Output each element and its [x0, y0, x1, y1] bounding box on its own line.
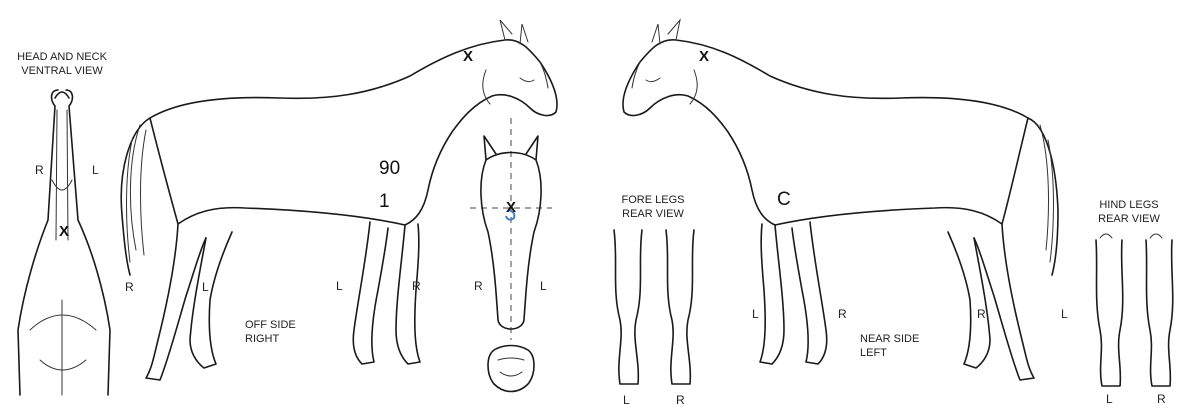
hind-legs-rear-view: HIND LEGS REAR VIEW L R	[1096, 199, 1173, 405]
near-fore-side-r: R	[838, 307, 847, 321]
near-side-title: NEAR SIDE	[860, 333, 919, 345]
off-side-number-90: 90	[379, 158, 400, 179]
off-side-number-1: 1	[379, 191, 390, 212]
hind-rear-side-r: R	[1157, 392, 1166, 405]
near-side-letter-c: C	[777, 189, 791, 210]
neck-side-l: L	[92, 163, 99, 177]
face-marking-x: X	[506, 199, 516, 216]
neck-side-r: R	[35, 163, 44, 177]
fore-legs-title: FORE LEGS	[622, 194, 685, 206]
fore-rear-side-r: R	[676, 393, 685, 405]
off-side-title: OFF SIDE	[245, 319, 296, 331]
face-front-view: X R L	[470, 118, 552, 392]
off-poll-marking-x: X	[463, 48, 473, 65]
near-side-subtitle: LEFT	[860, 347, 887, 359]
off-hind-side-l: L	[202, 280, 209, 294]
near-side-horse: X C L R R L NEAR SIDE LEFT	[623, 20, 1068, 380]
off-tail-side-r: R	[125, 280, 134, 294]
neck-marking-x: X	[59, 223, 69, 240]
off-fore-side-r: R	[412, 279, 421, 293]
hind-legs-title: HIND LEGS	[1099, 199, 1158, 211]
hind-rear-side-l: L	[1106, 392, 1113, 405]
fore-legs-subtitle: REAR VIEW	[622, 208, 684, 220]
fore-rear-side-l: L	[623, 393, 630, 405]
near-poll-marking-x: X	[699, 48, 709, 65]
head-neck-ventral-view: HEAD AND NECK VENTRAL VIEW R L X	[17, 51, 110, 395]
near-hind-side-l: L	[1061, 307, 1068, 321]
near-fore-side-l: L	[752, 307, 759, 321]
near-hind-side-r: R	[977, 307, 986, 321]
head-neck-title: HEAD AND NECK	[17, 51, 108, 63]
face-side-r: R	[474, 279, 483, 293]
fore-legs-rear-view: FORE LEGS REAR VIEW L R	[614, 194, 694, 405]
off-fore-side-l: L	[336, 279, 343, 293]
off-side-subtitle: RIGHT	[245, 333, 280, 345]
face-side-l: L	[540, 279, 547, 293]
hind-legs-subtitle: REAR VIEW	[1098, 213, 1160, 225]
off-side-horse: X 90 1 R L L R OFF SIDE RIGHT	[121, 20, 557, 380]
head-neck-subtitle: VENTRAL VIEW	[21, 65, 103, 77]
